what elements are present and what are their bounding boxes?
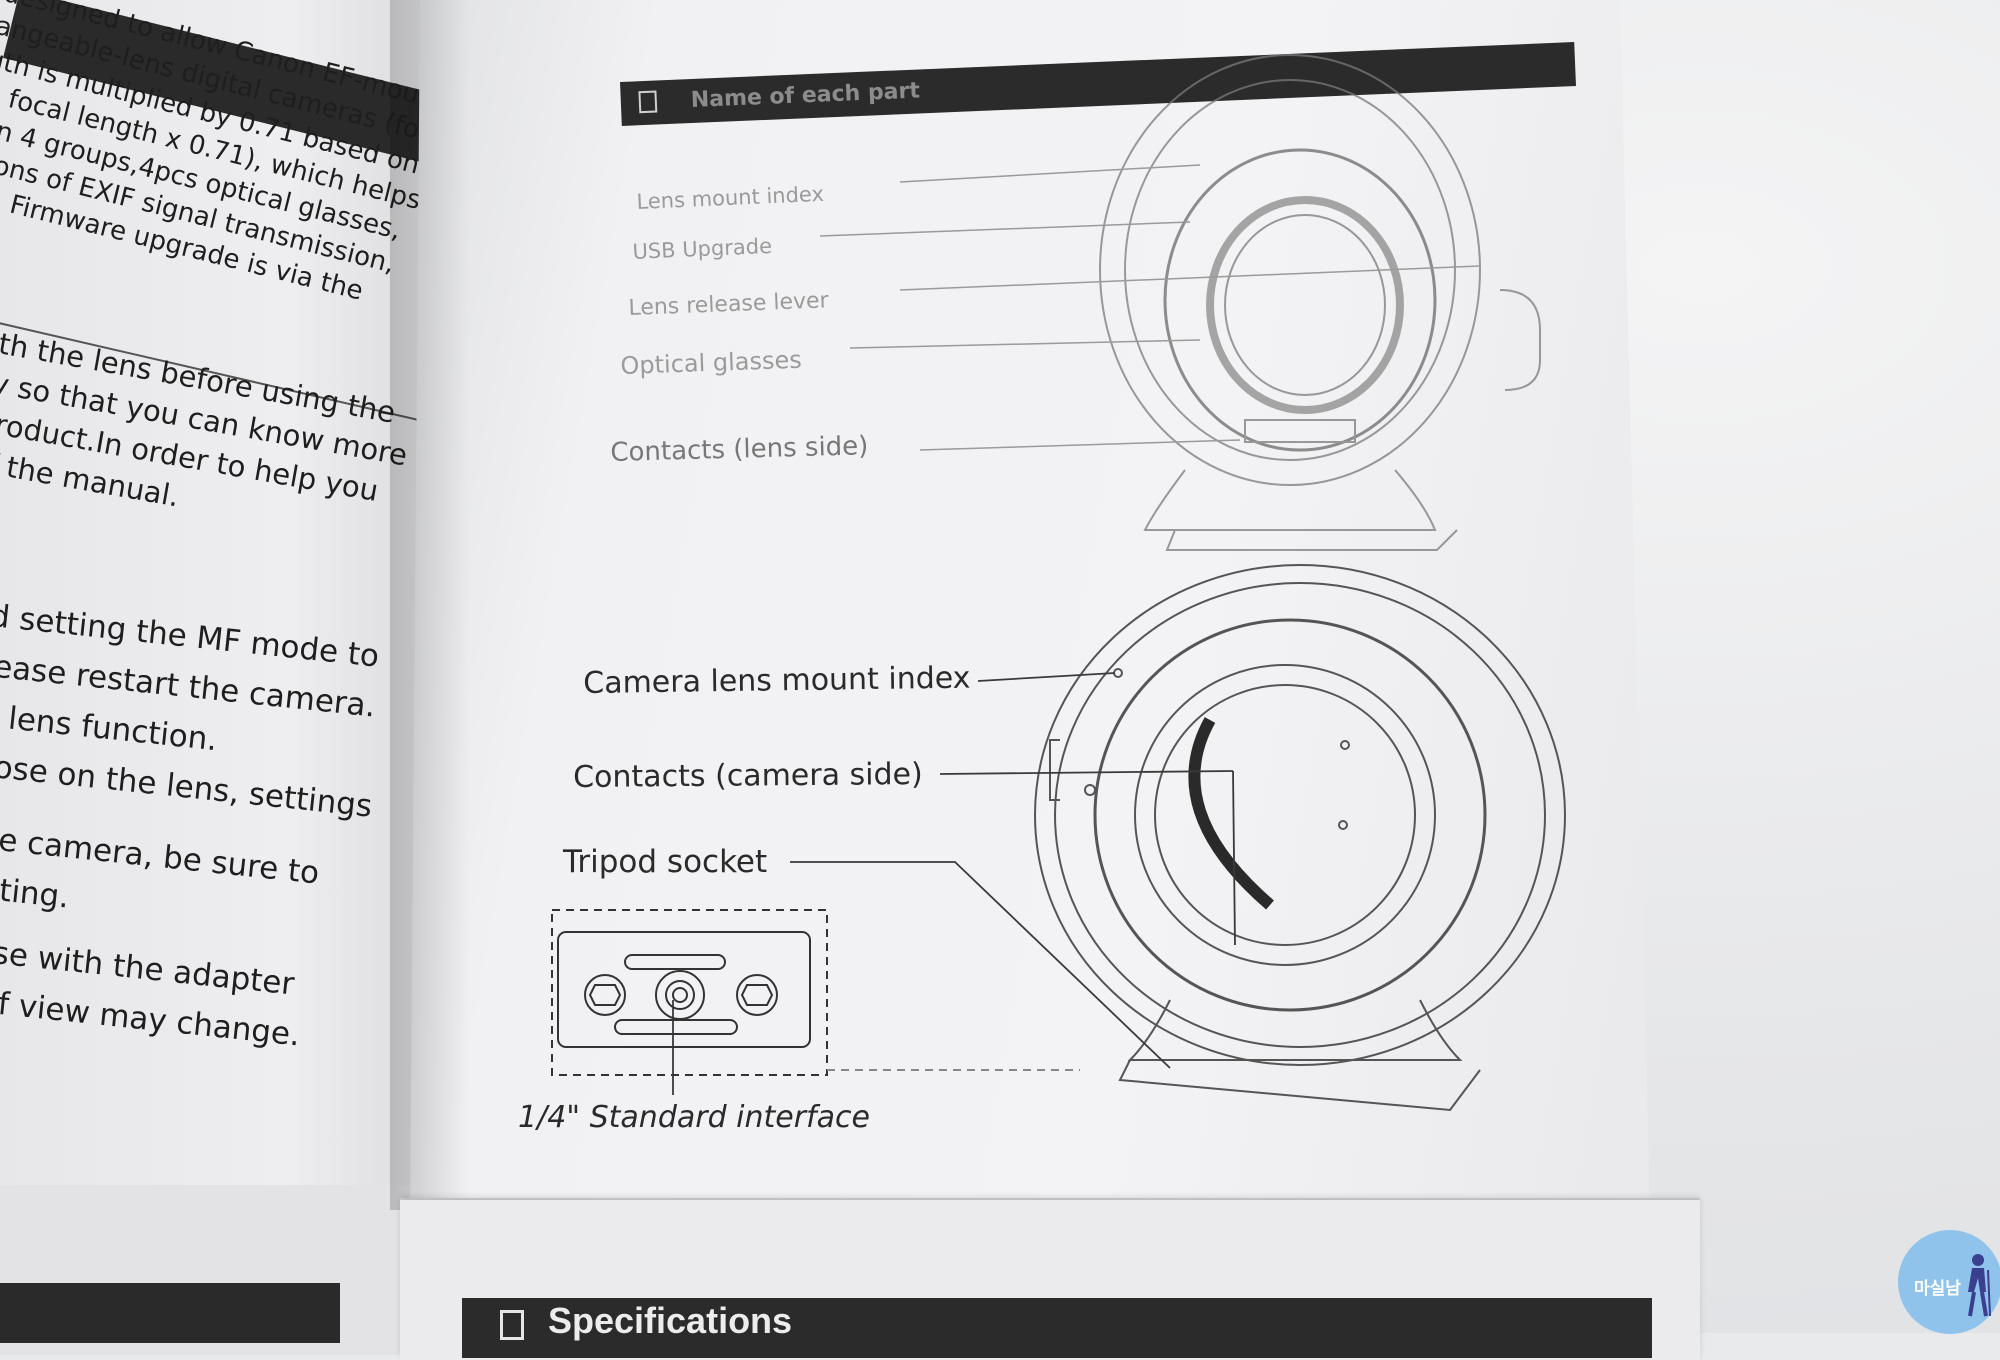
- label-tripod-socket: Tripod socket: [563, 844, 768, 880]
- top-leader-lines: [819, 164, 1481, 451]
- page-fold-line: [400, 1198, 1700, 1201]
- section-header-specifications: Specifications: [462, 1298, 1652, 1358]
- label-standard-interface: 1/4" Standard interface: [518, 1100, 870, 1135]
- tripod-interface-drawing: [551, 909, 1080, 1076]
- top-adapter-drawing: [1099, 54, 1541, 551]
- watermark-badge: 마실남: [1898, 1230, 2000, 1334]
- document-icon: [500, 1310, 524, 1340]
- center-fold-shadow: [390, 0, 470, 1210]
- bottom-adapter-drawing: [1034, 564, 1566, 1112]
- bottom-leader-lines: [672, 672, 1236, 1095]
- specifications-title: Specifications: [548, 1300, 793, 1341]
- hiker-icon: [1968, 1254, 1991, 1317]
- watermark-text: 마실남: [1914, 1279, 1961, 1299]
